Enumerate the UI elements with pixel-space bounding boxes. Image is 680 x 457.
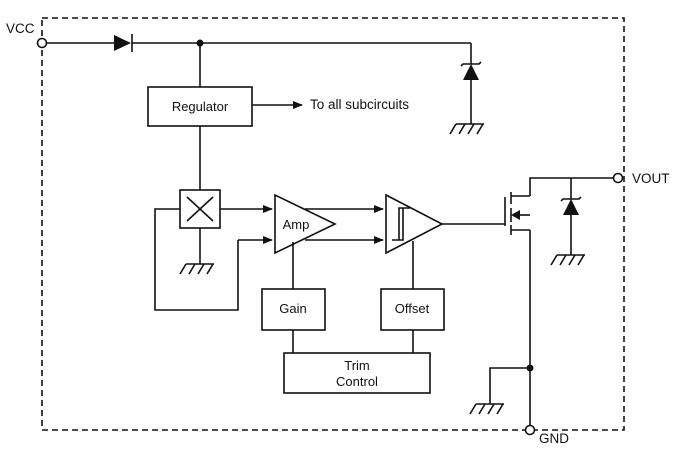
gain-block: [261, 288, 326, 331]
trim-control-label-line1: Trim: [344, 358, 370, 373]
offset-block: [380, 288, 445, 331]
offset-label: Offset: [395, 301, 430, 316]
trim-control-label-line2: Control: [336, 374, 378, 389]
output-mosfet-symbol: [504, 192, 530, 235]
vout-label: VOUT: [632, 171, 670, 186]
gain-label: Gain: [279, 301, 306, 316]
input-diode-symbol: [114, 34, 133, 52]
package-boundary: [41, 17, 625, 431]
amp-label: Amp: [283, 217, 310, 232]
vout-pin: [612, 172, 624, 184]
regulator-label: Regulator: [172, 99, 229, 114]
sensor-ground-symbol: [179, 263, 214, 275]
trim-control-block: [283, 352, 431, 394]
vcc-pin: [36, 37, 48, 49]
regulator-output-note: To all subcircuits: [310, 97, 409, 112]
vcc-label: VCC: [6, 21, 35, 36]
vout-zener-diode-symbol: [560, 196, 582, 215]
vcc-ground-symbol: [449, 123, 484, 135]
schmitt-trigger-comparator: [385, 193, 444, 255]
gnd-label: GND: [539, 431, 569, 446]
hall-sensor-element: [179, 189, 221, 229]
gnd-pin: [524, 424, 536, 436]
vout-ground-symbol: [550, 254, 585, 266]
vcc-zener-diode-symbol: [460, 61, 482, 80]
internal-ground-symbol: [469, 403, 504, 415]
hysteresis-icon: [392, 207, 410, 241]
